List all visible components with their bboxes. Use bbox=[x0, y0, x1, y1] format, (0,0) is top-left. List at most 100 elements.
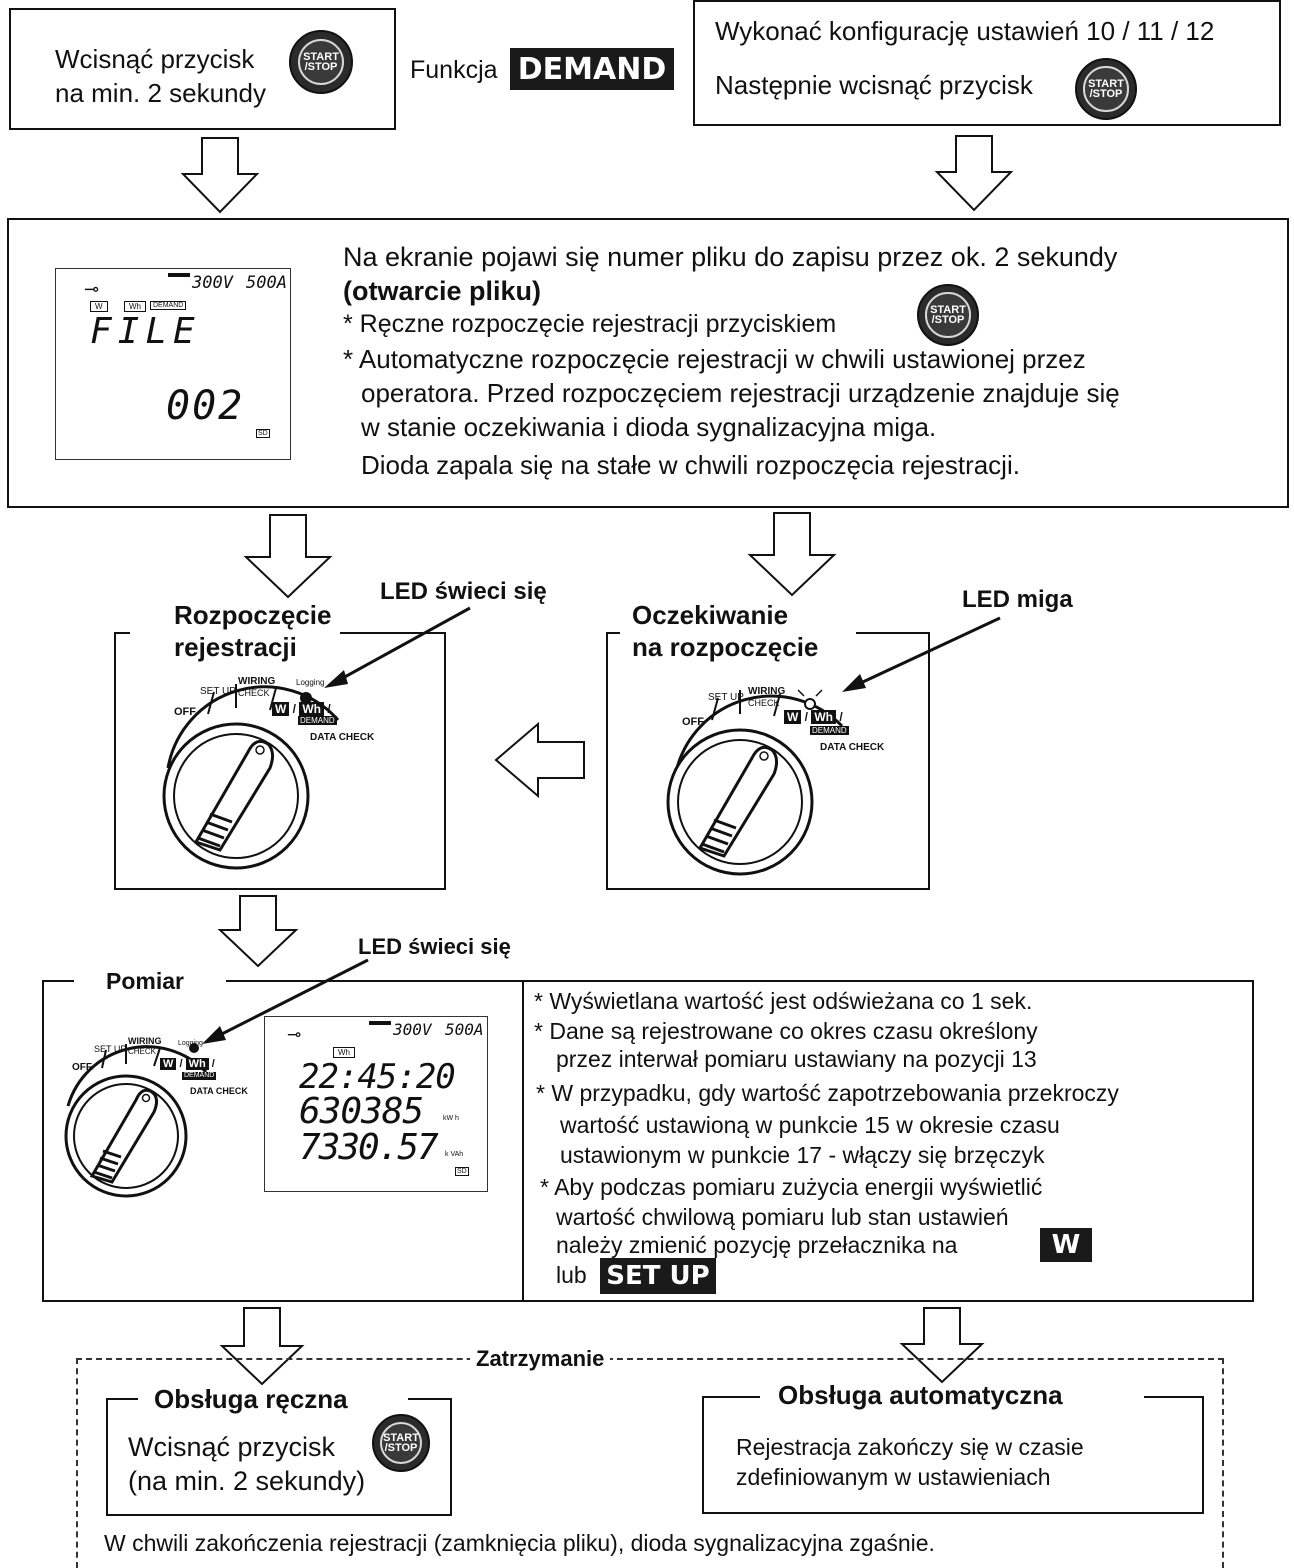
measure-note-3c: ustawionym w punkcie 17 - włączy się brz… bbox=[560, 1142, 1045, 1168]
file-line5: operatora. Przed rozpoczęciem rejestracj… bbox=[361, 378, 1120, 408]
dial-label-demand: DEMAND bbox=[810, 726, 849, 736]
start-stop-icon: START/STOP bbox=[289, 30, 353, 94]
top-left-box: Wcisnąć przycisk na min. 2 sekundy START… bbox=[9, 8, 396, 130]
stop-section-frame bbox=[76, 1358, 1224, 1568]
lcd-measure-display: ⊸ 300V 500A Wh 22:45:20 630385 kW h 7330… bbox=[264, 1016, 488, 1192]
lcd-file-number: 002 bbox=[166, 383, 245, 429]
down-arrow-icon bbox=[180, 137, 260, 214]
measure-led-label: LED świeci się bbox=[358, 934, 511, 959]
dial-label-logging: Logging bbox=[296, 678, 325, 687]
measure-note-4d: lub bbox=[556, 1262, 587, 1288]
led-pointer-arrow bbox=[842, 616, 1001, 692]
dial-label-logging: Logging bbox=[178, 1040, 203, 1047]
lcd-file-display: ⊸ 300V 500A W Wh DEMAND FILE 002 SD bbox=[55, 268, 291, 460]
lcd-tag-w: W bbox=[90, 301, 108, 312]
top-right-line1: Wykonać konfigurację ustawień 10 / 11 / … bbox=[715, 16, 1215, 46]
badge-w: W bbox=[1040, 1228, 1092, 1262]
led-pointer-arrow bbox=[324, 606, 471, 688]
down-arrow-icon bbox=[899, 1307, 985, 1384]
start-stop-icon: START/STOP bbox=[917, 284, 979, 346]
lcd-file-word: FILE bbox=[90, 311, 201, 352]
led-pointer-arrow bbox=[202, 958, 369, 1044]
down-arrow-icon bbox=[243, 514, 333, 599]
start-stop-icon: START/STOP bbox=[372, 1414, 430, 1472]
lcd-current: 500A bbox=[246, 273, 287, 293]
battery-indicator bbox=[168, 273, 190, 277]
dial-label-setup: SET UP bbox=[708, 692, 744, 703]
file-line2: (otwarcie pliku) bbox=[343, 276, 542, 306]
auto-box-frame bbox=[702, 1396, 1204, 1514]
rotary-switch-measure bbox=[64, 1043, 208, 1198]
file-line4: * Automatyczne rozpoczęcie rejestracji w… bbox=[343, 344, 1086, 374]
dial-label-off: OFF bbox=[174, 706, 196, 718]
top-left-line1: Wcisnąć przycisk bbox=[55, 44, 255, 74]
dial-label-off: OFF bbox=[72, 1062, 92, 1073]
wait-box-frame bbox=[606, 632, 930, 890]
lcd-unit2: k VAh bbox=[445, 1151, 464, 1158]
left-arrow-icon bbox=[494, 721, 585, 799]
battery-indicator bbox=[369, 1021, 391, 1025]
stop-footer: W chwili zakończenia rejestracji (zamkni… bbox=[104, 1530, 935, 1556]
file-open-box: ⊸ 300V 500A W Wh DEMAND FILE 002 SD Na e… bbox=[7, 218, 1289, 508]
stop-title: Zatrzymanie bbox=[470, 1346, 611, 1372]
start-led-label: LED świeci się bbox=[380, 578, 547, 605]
dial-label-data-check: DATA CHECK bbox=[310, 732, 375, 743]
rotary-switch-wait bbox=[666, 689, 844, 876]
down-arrow-icon bbox=[934, 135, 1014, 212]
measure-note-3b: wartość ustawioną w punkcie 15 w okresie… bbox=[560, 1112, 1060, 1138]
dial-label-setup: SET UP bbox=[200, 686, 236, 697]
measure-note-1: * Wyświetlana wartość jest odświeżana co… bbox=[534, 988, 1033, 1014]
rotary-switch-start bbox=[162, 684, 340, 870]
dial-label-wiring: WIRING bbox=[748, 686, 786, 697]
function-label: Funkcja bbox=[410, 56, 498, 84]
dial-label-check: CHECK bbox=[748, 698, 780, 708]
dial-label-setup: SET UP bbox=[94, 1044, 127, 1054]
top-left-line2: na min. 2 sekundy bbox=[55, 78, 267, 108]
dial-label-check: CHECK bbox=[238, 688, 270, 698]
measure-note-4c: należy zmienić pozycję przełacznika na bbox=[556, 1232, 958, 1258]
start-box-frame bbox=[114, 632, 446, 890]
top-right-line2: Następnie wcisnąć przycisk bbox=[715, 70, 1033, 100]
dial-label-demand: DEMAND bbox=[182, 1072, 217, 1081]
badge-setup: SET UP bbox=[600, 1258, 716, 1294]
measure-box-frame bbox=[42, 980, 1254, 1302]
down-arrow-icon bbox=[747, 512, 837, 597]
dial-label-wiring: WIRING bbox=[238, 676, 276, 687]
dial-label-wiring: WIRING bbox=[128, 1036, 162, 1046]
lcd-sd-icon: SD bbox=[256, 429, 270, 438]
dial-label-w: W / Wh / bbox=[272, 702, 331, 716]
start-stop-icon: START/STOP bbox=[1075, 58, 1137, 120]
measure-title: Pomiar bbox=[106, 968, 184, 994]
lcd-voltage: 300V bbox=[192, 273, 233, 293]
measure-note-3: * W przypadku, gdy wartość zapotrzebowan… bbox=[536, 1080, 1119, 1106]
wait-led-label: LED miga bbox=[962, 586, 1073, 613]
manual-line1: Wcisnąć przycisk bbox=[128, 1432, 336, 1462]
file-line7: Dioda zapala się na stałe w chwili rozpo… bbox=[361, 450, 1020, 480]
start-title-line1: Rozpoczęcie bbox=[174, 600, 332, 630]
dial-label-w: W / Wh / bbox=[160, 1058, 215, 1070]
auto-title: Obsługa automatyczna bbox=[778, 1380, 1063, 1410]
lcd-value1: 630385 bbox=[299, 1091, 424, 1132]
manual-line2: (na min. 2 sekundy) bbox=[128, 1466, 366, 1496]
dial-label-w: W / Wh / bbox=[784, 710, 843, 724]
lcd-tag-wh: Wh bbox=[124, 301, 146, 312]
lcd-tag-demand: DEMAND bbox=[150, 301, 187, 310]
measure-note-4: * Aby podczas pomiaru zużycia energii wy… bbox=[540, 1174, 1043, 1200]
auto-line2: zdefiniowanym w ustawieniach bbox=[736, 1464, 1051, 1490]
dial-label-data-check: DATA CHECK bbox=[820, 742, 885, 753]
measure-note-2: * Dane są rejestrowane co okres czasu ok… bbox=[534, 1018, 1038, 1044]
manual-title: Obsługa ręczna bbox=[154, 1384, 348, 1414]
dial-label-off: OFF bbox=[682, 716, 704, 728]
plug-icon: ⊸ bbox=[84, 279, 100, 299]
lcd-time: 22:45:20 bbox=[299, 1057, 456, 1097]
dial-label-data-check: DATA CHECK bbox=[190, 1086, 248, 1096]
wait-title-line1: Oczekiwanie bbox=[632, 600, 789, 630]
file-line1: Na ekranie pojawi się numer pliku do zap… bbox=[343, 242, 1118, 272]
top-right-box: Wykonać konfigurację ustawień 10 / 11 / … bbox=[693, 0, 1281, 126]
lcd-tag-wh: Wh bbox=[333, 1047, 355, 1058]
dial-label-demand: DEMAND bbox=[298, 716, 337, 726]
manual-box-frame bbox=[106, 1398, 452, 1516]
lcd-voltage: 300V bbox=[393, 1020, 432, 1039]
plug-icon: ⊸ bbox=[287, 1025, 302, 1044]
lcd-value2: 7330.57 bbox=[299, 1127, 439, 1168]
